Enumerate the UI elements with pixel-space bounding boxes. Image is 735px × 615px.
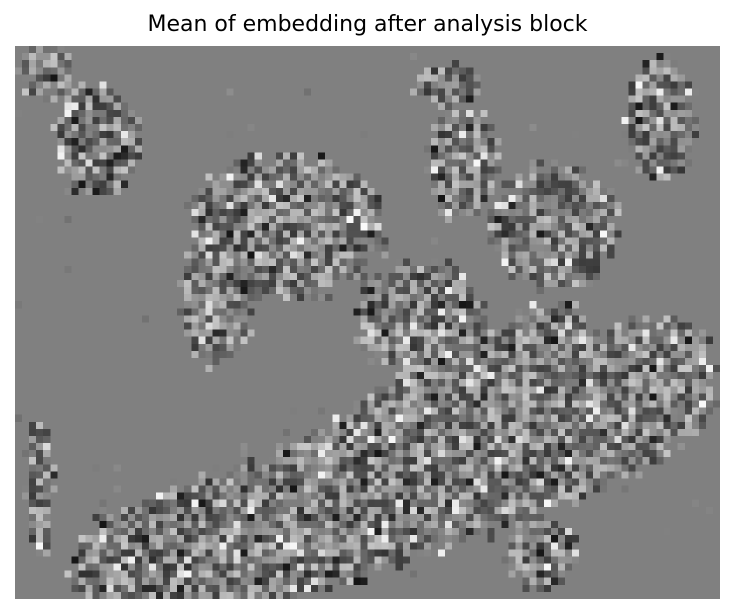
embedding-canvas bbox=[15, 46, 720, 599]
figure-title: Mean of embedding after analysis block bbox=[147, 12, 588, 37]
embedding-image bbox=[15, 46, 720, 599]
